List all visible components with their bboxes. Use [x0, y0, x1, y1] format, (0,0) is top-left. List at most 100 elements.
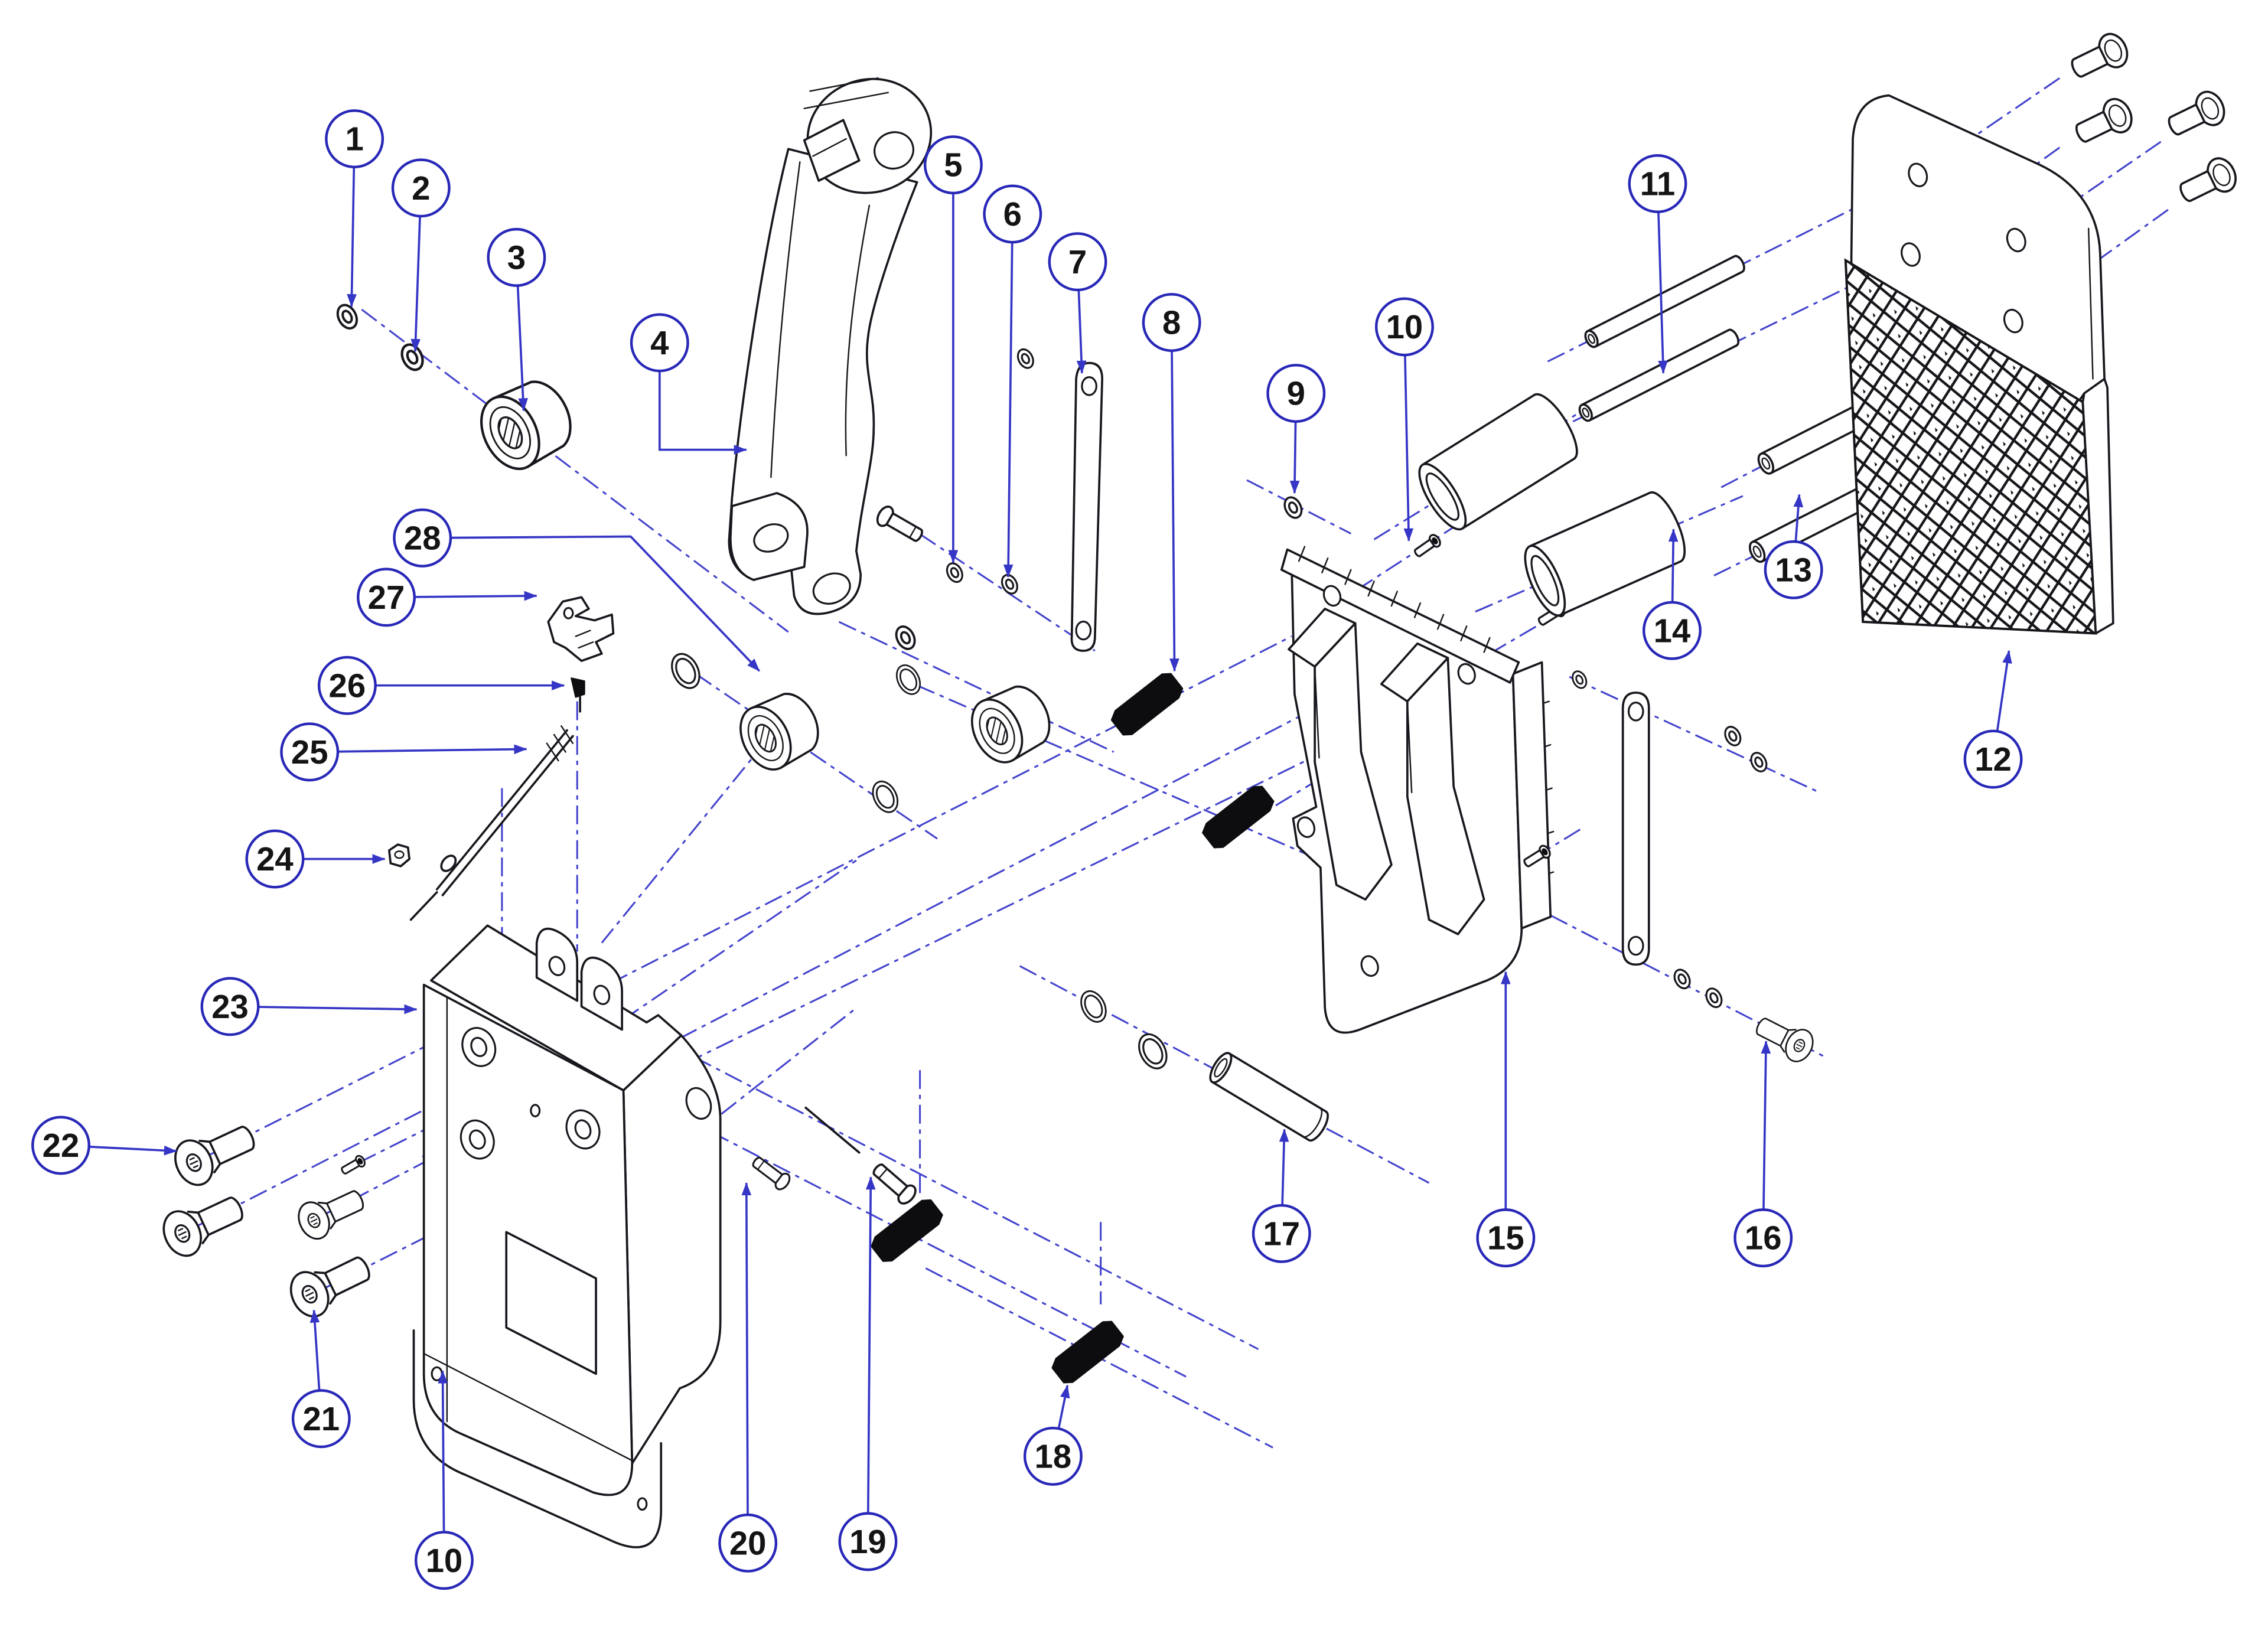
- parts: [155, 28, 2242, 1548]
- screw-22: [167, 1113, 263, 1192]
- balloon-circle: [31, 1116, 90, 1175]
- balloon-circle: [1476, 1208, 1536, 1268]
- balloon-circle: [317, 656, 377, 715]
- balloon-21: 21: [291, 1389, 351, 1449]
- balloon-circle: [1963, 729, 2023, 789]
- balloon-10: 10: [414, 1531, 474, 1590]
- washer: [1747, 749, 1771, 775]
- balloon-11: 11: [1628, 154, 1687, 213]
- tube-14: [1410, 387, 1586, 537]
- leader-line-19: [865, 1176, 876, 1542]
- balloon-number: 13: [1775, 551, 1812, 588]
- balloon-20: 20: [718, 1513, 778, 1573]
- screw: [2162, 86, 2231, 145]
- washer: [891, 622, 920, 654]
- washer-1: [333, 301, 362, 333]
- leader-line-4: [658, 343, 747, 455]
- balloon-number: 11: [1640, 165, 1676, 203]
- screw-21: [282, 1244, 379, 1324]
- balloon-number: 27: [368, 579, 405, 616]
- balloon-12: 12: [1963, 729, 2023, 789]
- balloon-7: 7: [1048, 232, 1107, 292]
- balloon-8: 8: [1142, 293, 1201, 353]
- balloon-number: 16: [1745, 1219, 1782, 1257]
- balloon-circle: [391, 158, 451, 218]
- leader-line-28: [422, 535, 761, 672]
- balloon-19: 19: [838, 1512, 898, 1571]
- screw-small: [338, 1153, 368, 1178]
- balloon-number: 12: [1974, 741, 2012, 778]
- balloon-14: 14: [1642, 601, 1702, 660]
- balloon-circle: [630, 313, 689, 373]
- balloon-10: 10: [1374, 297, 1434, 357]
- balloon-1: 1: [325, 109, 384, 169]
- o-ring: [891, 660, 926, 699]
- balloon-circle: [1266, 364, 1326, 423]
- lever-arm: [728, 77, 933, 615]
- balloon-circle: [923, 135, 983, 195]
- balloon-circle: [1252, 1204, 1311, 1263]
- balloon-number: 5: [944, 146, 962, 184]
- balloon-circle: [200, 977, 260, 1036]
- balloon-circle: [1764, 540, 1823, 599]
- balloon-number: 21: [302, 1400, 340, 1437]
- balloon-15: 15: [1476, 1208, 1536, 1268]
- bearing-28: [729, 683, 830, 780]
- balloon-circle: [245, 829, 305, 889]
- balloon-23: 23: [200, 977, 260, 1036]
- leader-line-25: [309, 744, 527, 755]
- balloon-number: 8: [1162, 304, 1181, 341]
- balloon-5: 5: [923, 135, 983, 195]
- balloon-circle: [983, 184, 1042, 244]
- balloon-circle: [1142, 293, 1201, 353]
- balloon-6: 6: [983, 184, 1042, 244]
- spring-18: [1048, 1316, 1128, 1388]
- leader-line-11: [1656, 183, 1668, 374]
- balloon-circle: [838, 1512, 898, 1571]
- balloon-number: 18: [1035, 1437, 1072, 1475]
- leader-line-10: [1403, 327, 1414, 542]
- balloon-number: 25: [291, 733, 328, 771]
- washer-2: [398, 341, 427, 373]
- balloon-circle: [1733, 1208, 1793, 1268]
- balloon-circle: [393, 508, 452, 568]
- screw: [2065, 28, 2134, 87]
- balloon-circle: [487, 227, 546, 287]
- balloon-number: 1: [345, 120, 363, 158]
- screw-10-top: [1411, 531, 1443, 560]
- balloon-number: 20: [729, 1524, 767, 1561]
- balloon-number: 7: [1068, 243, 1087, 281]
- screw-22: [155, 1184, 251, 1263]
- leader-line-23: [230, 1004, 418, 1015]
- leader-line-10: [438, 1370, 448, 1561]
- balloon-number: 23: [211, 988, 249, 1025]
- screw: [2069, 93, 2138, 152]
- threaded-rod-25: [409, 725, 574, 921]
- balloon-28: 28: [393, 508, 452, 568]
- balloon-number: 9: [1287, 375, 1305, 412]
- balloon-22: 22: [31, 1116, 90, 1175]
- leader-line-16: [1761, 1041, 1771, 1238]
- washer-6: [998, 571, 1022, 598]
- screw-5: [873, 503, 927, 547]
- balloon-number: 17: [1263, 1215, 1300, 1252]
- bearing: [960, 676, 1061, 772]
- pin-17: [1205, 1049, 1333, 1145]
- balloon-16: 16: [1733, 1208, 1793, 1268]
- washer: [1721, 723, 1745, 749]
- washer: [1014, 345, 1037, 372]
- balloon-circle: [718, 1513, 778, 1573]
- balloon-number: 4: [650, 324, 669, 361]
- link-strap-16: [1621, 692, 1650, 966]
- carrier-plate-15: [1280, 546, 1555, 1034]
- balloon-number: 6: [1003, 195, 1022, 233]
- balloon-number: 14: [1654, 612, 1691, 649]
- housing-block-23: [412, 924, 722, 1548]
- balloon-circle: [357, 568, 416, 627]
- leader-line-8: [1169, 322, 1179, 672]
- balloon-17: 17: [1252, 1204, 1311, 1263]
- balloon-number: 10: [426, 1542, 463, 1579]
- balloon-number: 10: [1386, 308, 1423, 345]
- screw: [2174, 152, 2242, 211]
